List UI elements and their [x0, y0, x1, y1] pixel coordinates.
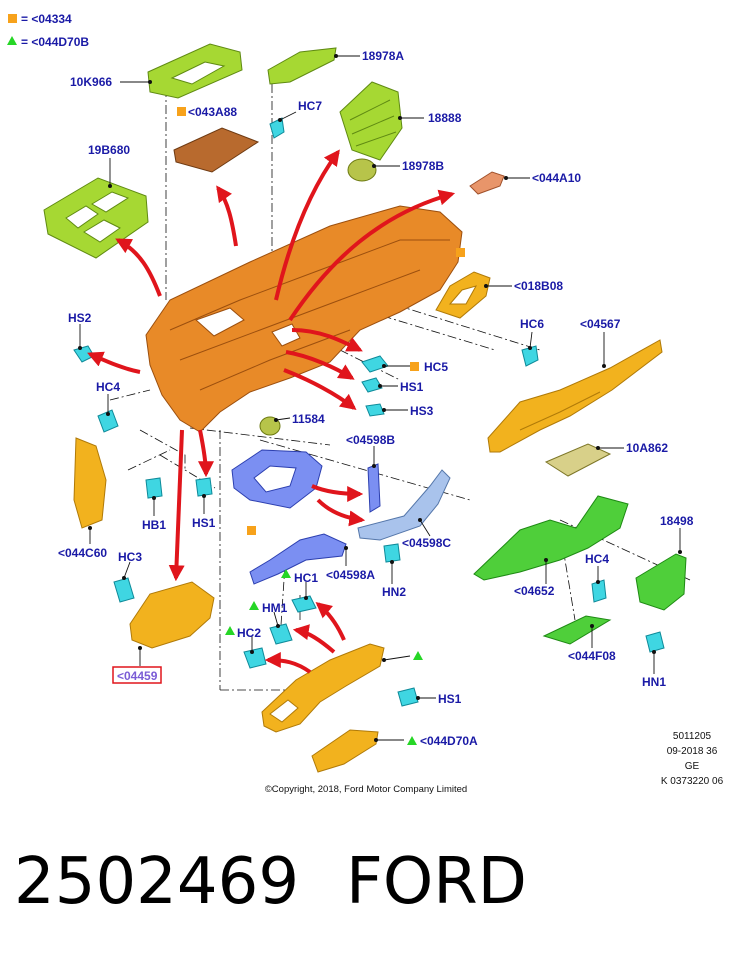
part-instrument-panel [145, 205, 463, 433]
label-HC1: HC1 [294, 571, 318, 585]
doc-info-line: K 0373220 06 [661, 776, 724, 787]
part-043A88 [173, 127, 260, 173]
label-044C60: <044C60 [58, 546, 107, 560]
label-18978A: 18978A [362, 49, 404, 63]
label-HC4-right: HC4 [585, 552, 609, 566]
label-HC2: HC2 [237, 626, 261, 640]
label-HC3: HC3 [118, 550, 142, 564]
part-number: 2502469 [14, 845, 299, 919]
label-HS1-mid: HS1 [192, 516, 216, 530]
part-04459 [129, 581, 215, 649]
doc-info-line: 09-2018 36 [667, 746, 718, 757]
marker-triangle-icon [281, 569, 291, 578]
label-HS1-upper: HS1 [400, 380, 424, 394]
part-04652 [473, 495, 629, 581]
part-04598A [249, 533, 347, 585]
label-04598C: <04598C [402, 536, 451, 550]
marker-triangle-icon [249, 601, 259, 610]
part-markers [177, 107, 465, 745]
part-10A862 [544, 443, 612, 477]
part-04567 [487, 339, 663, 453]
label-HS1-lower: HS1 [438, 692, 462, 706]
clip-HC3 [113, 577, 135, 603]
label-19B680: 19B680 [88, 143, 130, 157]
label-18888: 18888 [428, 111, 462, 125]
legend-square-text: = <04334 [21, 12, 72, 26]
label-044D70A: <044D70A [420, 734, 478, 748]
brand-name: FORD [346, 845, 527, 919]
clip-HC5 [361, 355, 389, 373]
label-HC5: HC5 [424, 360, 448, 374]
part-18978A [267, 47, 337, 85]
part-04598B [367, 463, 381, 513]
label-10A862: 10A862 [626, 441, 668, 455]
label-10K966: 10K966 [70, 75, 112, 89]
clip-HS1c [397, 687, 419, 707]
part-044A10 [469, 171, 505, 195]
clip-HN1 [645, 631, 665, 653]
marker-triangle-icon [407, 736, 417, 745]
legend-square-icon [8, 14, 17, 23]
clip-HC2 [243, 647, 267, 669]
marker-square-icon [247, 526, 256, 535]
part-044D70A [311, 729, 379, 773]
copyright: ©Copyright, 2018, Ford Motor Company Lim… [265, 784, 467, 795]
label-04567: <04567 [580, 317, 621, 331]
label-04598A: <04598A [326, 568, 375, 582]
legend-triangle-text: = <044D70B [21, 35, 89, 49]
label-HS2: HS2 [68, 311, 92, 325]
label-HN2: HN2 [382, 585, 406, 599]
marker-square-icon [177, 107, 186, 116]
clip-HN2 [383, 543, 401, 563]
label-HS3: HS3 [410, 404, 434, 418]
marker-square-icon [410, 362, 419, 371]
label-04459: <04459 [117, 669, 158, 683]
label-18498: 18498 [660, 514, 694, 528]
label-HN1: HN1 [642, 675, 666, 689]
clip-HC4b [591, 579, 607, 603]
clip-HC1 [291, 595, 317, 613]
part-18978B [347, 158, 377, 182]
label-044F08: <044F08 [568, 649, 616, 663]
label-HC4-left: HC4 [96, 380, 120, 394]
label-018B08: <018B08 [514, 279, 563, 293]
clip-HS1a [361, 377, 383, 393]
highlight-box-04459 [112, 666, 162, 684]
leader-lines [78, 54, 682, 742]
doc-info-line: 5011205 [673, 731, 712, 742]
part-18498 [635, 553, 687, 611]
label-04598B: <04598B [346, 433, 395, 447]
assembly-arrows [87, 149, 456, 674]
label-044A10: <044A10 [532, 171, 581, 185]
legend-triangle-icon [7, 36, 17, 45]
part-044C60 [73, 437, 107, 529]
label-HB1: HB1 [142, 518, 166, 532]
label-043A88: <043A88 [188, 105, 237, 119]
legend: = <04334 = <044D70B [7, 12, 89, 49]
label-HC6: HC6 [520, 317, 544, 331]
marker-square-icon [456, 248, 465, 257]
part-044F08 [542, 615, 612, 645]
parts [43, 43, 687, 773]
assembly-lines [109, 84, 691, 691]
document-info: 5011205 09-2018 36 GE K 0373220 06 [661, 731, 724, 787]
callout-labels: 10K966 18978A <043A88 HC7 18888 19B680 1… [58, 49, 694, 748]
clip-HS3 [365, 403, 385, 417]
label-HC7: HC7 [298, 99, 322, 113]
label-11584: 11584 [292, 412, 325, 426]
clip-HM1 [269, 623, 293, 645]
part-18888 [339, 81, 403, 161]
clip-HS1b [195, 477, 213, 497]
label-04652: <04652 [514, 584, 555, 598]
label-HM1: HM1 [262, 601, 288, 615]
part-19B680 [43, 177, 149, 259]
clip-HC4a [97, 409, 119, 433]
marker-triangle-icon [225, 626, 235, 635]
part-04598C [357, 469, 451, 541]
label-18978B: 18978B [402, 159, 444, 173]
marker-triangle-icon [413, 651, 423, 660]
doc-info-line: GE [685, 761, 700, 772]
clip-HB1 [145, 477, 163, 499]
